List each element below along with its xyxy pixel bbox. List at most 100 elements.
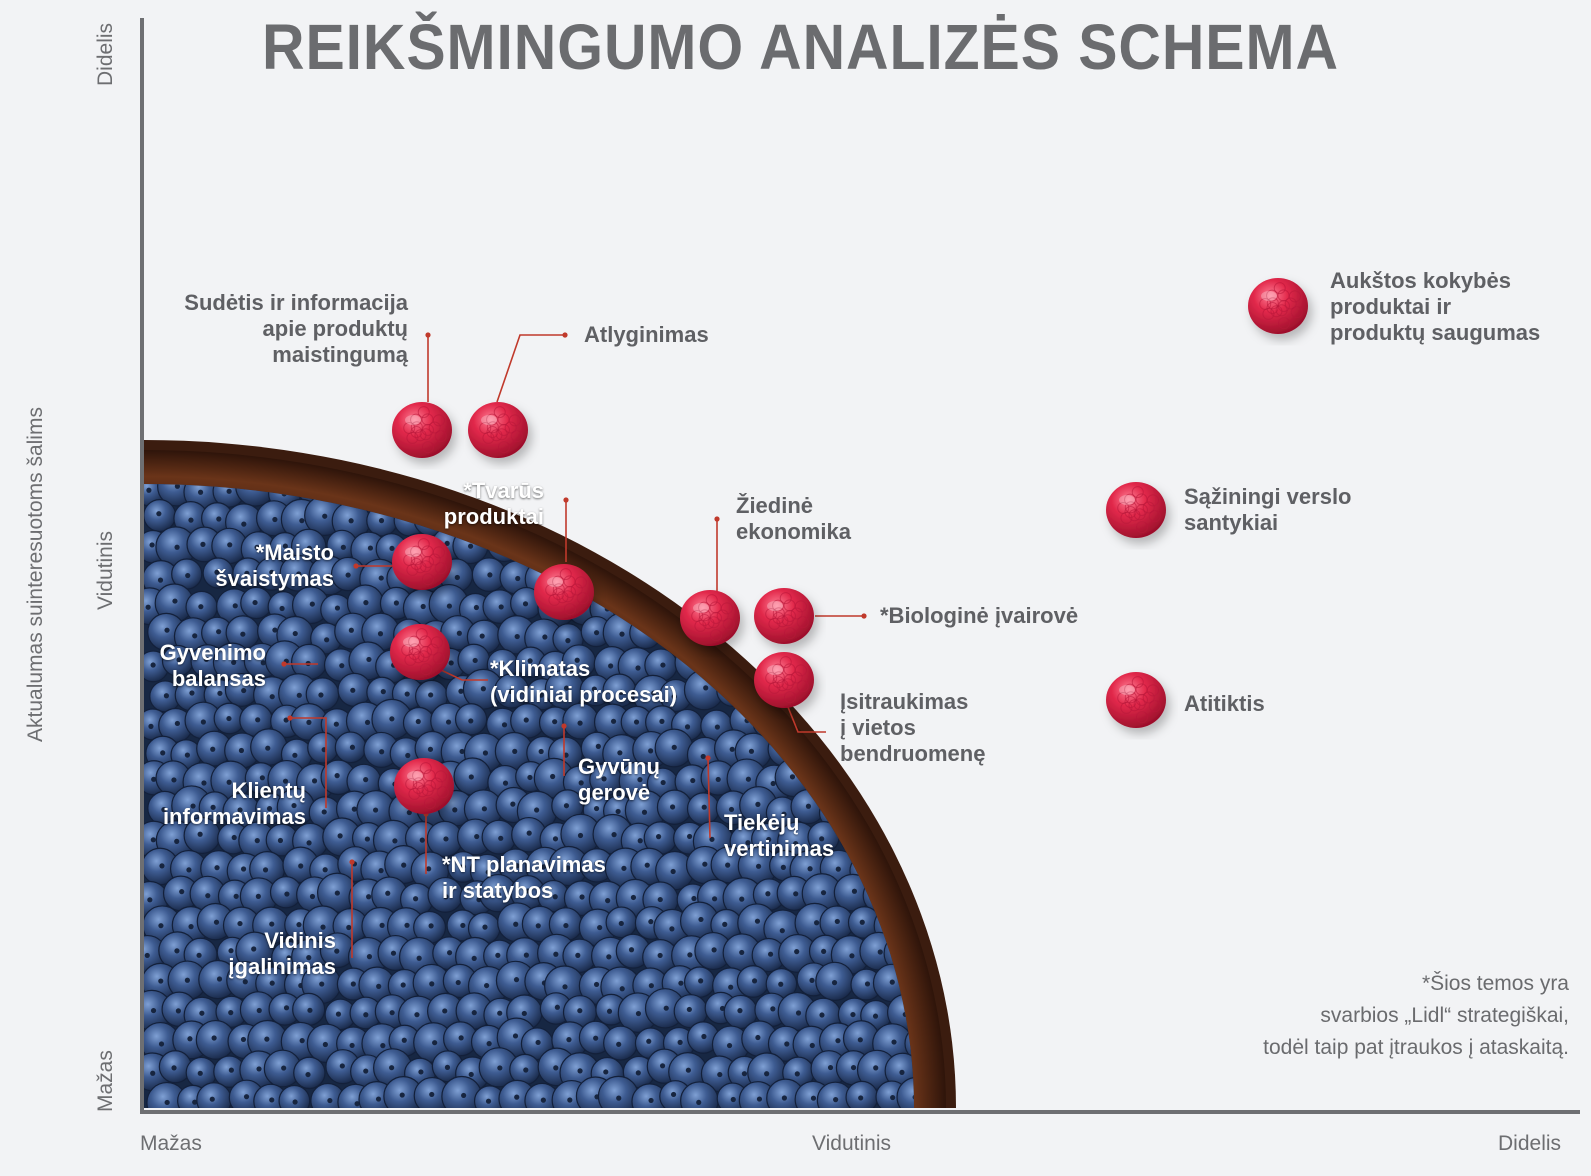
topic-line: produktų saugumas <box>1330 320 1541 345</box>
raspberry <box>1106 482 1166 538</box>
topic-line: *Tvarūs <box>463 478 544 503</box>
blueberry <box>683 966 716 998</box>
blueberry <box>278 1084 311 1108</box>
footnote-line: todėl taip pat įtraukos į ataskaitą. <box>1263 1036 1569 1059</box>
blueberry <box>337 672 372 707</box>
blueberry <box>879 559 912 592</box>
blueberry <box>196 1082 232 1108</box>
blueberry <box>319 932 356 969</box>
blueberry <box>293 1056 326 1090</box>
blueberry <box>481 819 517 855</box>
blueberry <box>144 499 177 533</box>
topic-line: ir statybos <box>442 878 554 903</box>
blueberry <box>886 526 914 563</box>
topic-line: Žiedinė <box>736 493 814 518</box>
blueberry <box>926 795 959 828</box>
raspberry <box>394 758 454 814</box>
blueberry <box>292 992 326 1026</box>
blueberry <box>847 906 881 939</box>
blueberry <box>291 586 330 625</box>
blueberry <box>723 994 758 1030</box>
blueberry <box>454 703 488 736</box>
blueberry <box>875 500 913 538</box>
topic-label-atlyginimas: Atlyginimas <box>584 322 709 348</box>
raspberry <box>392 402 452 458</box>
topic-label-saziningi: Sąžiningi verslo santykiai <box>1184 484 1352 536</box>
topic-line: balansas <box>171 666 266 691</box>
topic-line: informavimas <box>162 804 306 829</box>
blueberry <box>680 1081 719 1108</box>
topic-label-nt: *NT planavimas ir statybos <box>442 852 606 904</box>
topic-label-tvarus: *Tvarūs produktai <box>420 478 544 530</box>
blueberry <box>667 528 707 568</box>
blueberry <box>646 484 687 510</box>
blueberry <box>713 561 747 595</box>
raspberry <box>468 402 528 458</box>
topic-label-klimatas: *Klimatas (vidiniai procesai) <box>490 656 677 708</box>
blueberry <box>910 815 914 856</box>
topic-line: santykiai <box>1184 510 1279 535</box>
topic-line: (vidiniai procesai) <box>490 682 678 707</box>
leader-line <box>353 563 395 569</box>
blueberry <box>240 586 273 620</box>
topic-line: produktai ir <box>1330 294 1452 319</box>
blueberry <box>573 503 610 539</box>
topic-line: gerovė <box>578 780 651 805</box>
blueberry <box>856 1049 898 1090</box>
blueberry <box>334 731 367 764</box>
blueberry <box>602 501 636 535</box>
blueberry <box>930 499 969 538</box>
x-tick-medium: Vidutinis <box>812 1132 891 1155</box>
blueberry <box>807 821 840 854</box>
blueberry <box>924 555 962 593</box>
raspberry <box>1106 672 1166 728</box>
topic-line: apie produktų <box>262 316 408 341</box>
footnote: *Šios temos yra svarbios „Lidl“ strategi… <box>1263 968 1569 1064</box>
topic-line: *Biologinė įvairovė <box>880 603 1079 628</box>
topic-label-gyvunu: Gyvūnų gerovė <box>578 754 660 806</box>
topic-label-vidinis: Vidinis įgalinimas <box>220 928 336 980</box>
blueberry <box>619 534 652 568</box>
leader-line <box>281 661 318 667</box>
topic-line: produktai <box>443 504 544 529</box>
blueberry <box>791 559 829 597</box>
blueberry <box>641 531 680 570</box>
raspberry <box>390 624 450 680</box>
blueberry <box>917 875 955 913</box>
blueberry <box>888 640 914 680</box>
x-tick-high: Didelis <box>1498 1132 1562 1155</box>
blueberry <box>819 613 860 654</box>
topic-line: vertinimas <box>724 836 835 861</box>
blueberry <box>659 678 693 713</box>
blueberry <box>363 731 400 768</box>
footnote-line: *Šios temos yra <box>1421 972 1569 995</box>
topic-line: Atitiktis <box>1184 691 1265 716</box>
x-axis-line <box>140 1110 1580 1114</box>
blueberry <box>888 484 914 510</box>
topic-label-ziedine: Žiedinė ekonomika <box>736 493 851 545</box>
raspberry <box>754 652 814 708</box>
blueberry <box>603 1025 639 1061</box>
blueberry <box>613 484 651 508</box>
blueberry <box>700 760 736 796</box>
blueberry <box>878 790 911 824</box>
topic-label-gyvenimo: Gyvenimo balansas <box>150 640 266 692</box>
topic-line: Įsitraukimas <box>840 689 969 714</box>
page-title: REIKŠMINGUMO ANALIZĖS SCHEMA <box>262 11 1339 83</box>
leader-line <box>563 497 569 562</box>
blueberry <box>320 759 357 796</box>
leader-line <box>287 715 327 808</box>
topic-line: Sudėtis ir informacija <box>184 290 408 315</box>
topic-line: Atlyginimas <box>584 322 709 347</box>
topic-label-tiekeju: Tiekėjų vertinimas <box>724 810 834 862</box>
blueberry <box>666 484 708 513</box>
blueberry <box>896 1076 914 1108</box>
topic-line: Klientų <box>231 778 306 803</box>
blueberry <box>588 484 628 511</box>
blueberry <box>680 499 721 541</box>
leader-line <box>425 332 431 402</box>
topic-line: *NT planavimas <box>442 852 606 877</box>
blueberry <box>453 757 492 796</box>
blueberry <box>276 787 315 827</box>
blueberry <box>765 555 805 595</box>
